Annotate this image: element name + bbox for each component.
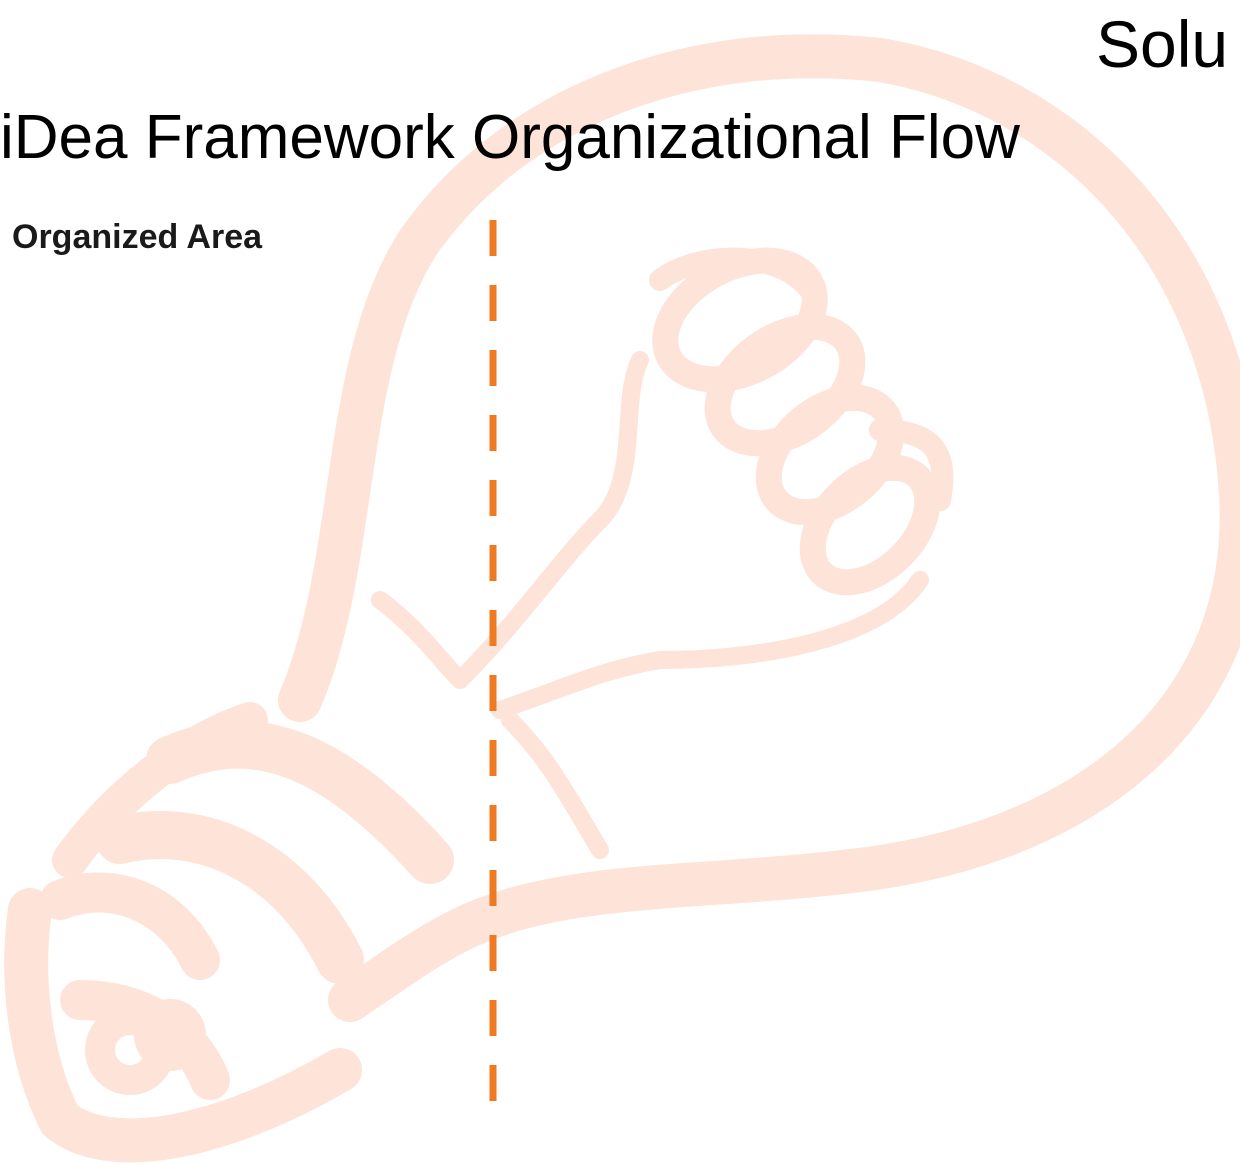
corner-title: Solu — [1096, 7, 1229, 81]
page-title: iDea Framework Organizational Flow — [0, 103, 1020, 172]
divider-dashed-line — [489, 220, 497, 1105]
organized-area-label: Organized Area — [12, 218, 263, 256]
